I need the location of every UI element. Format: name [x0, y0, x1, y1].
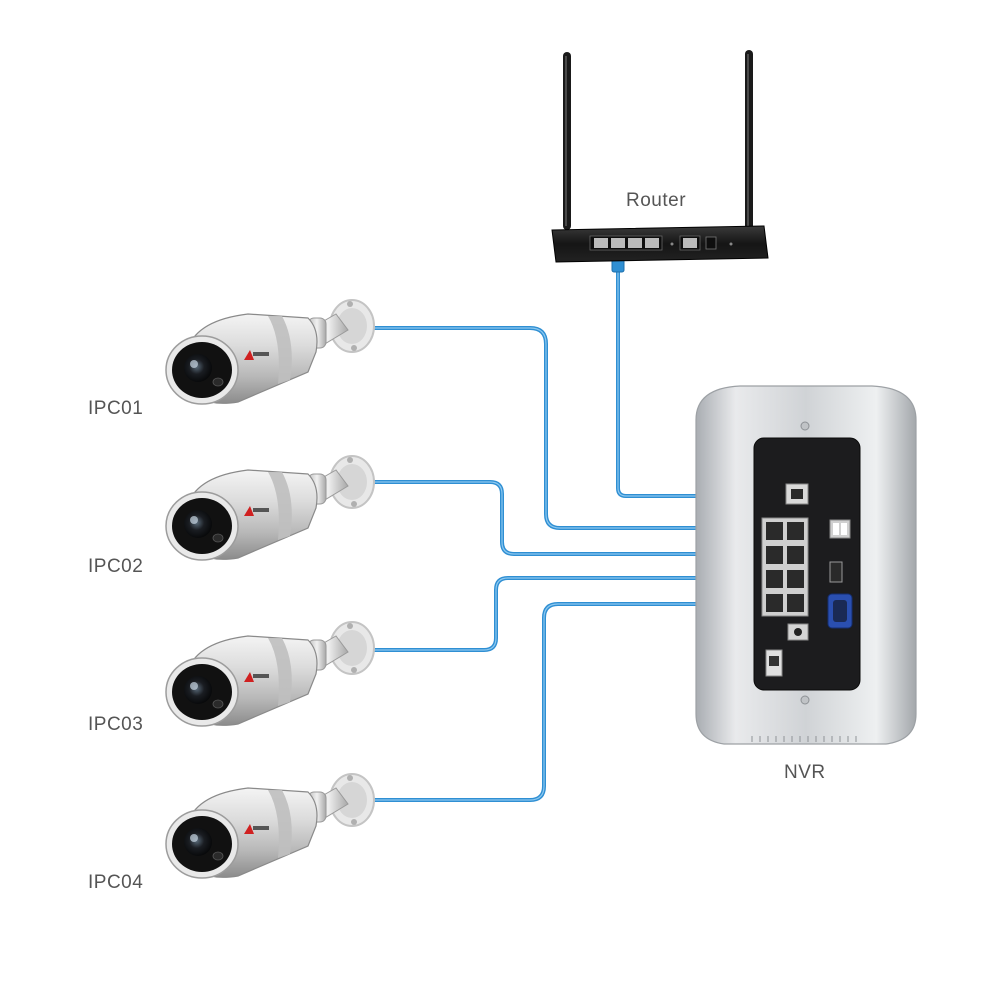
- bullet-camera-icon: [165, 455, 375, 561]
- nvr-icon: [695, 385, 917, 745]
- camera-ipc02: [165, 455, 375, 561]
- camera-label-ipc04: IPC04: [88, 872, 144, 893]
- camera-label-ipc01: IPC01: [88, 398, 144, 419]
- bullet-camera-icon: [165, 299, 375, 405]
- router-label: Router: [626, 190, 687, 211]
- camera-label-ipc03: IPC03: [88, 714, 144, 735]
- nvr-label: NVR: [784, 762, 826, 783]
- bullet-camera-icon: [165, 621, 375, 727]
- camera-ipc03: [165, 621, 375, 727]
- camera-label-ipc02: IPC02: [88, 556, 144, 577]
- router-icon: [551, 50, 769, 263]
- camera-ipc01: [165, 299, 375, 405]
- camera-ipc04: [165, 773, 375, 879]
- bullet-camera-icon: [165, 773, 375, 879]
